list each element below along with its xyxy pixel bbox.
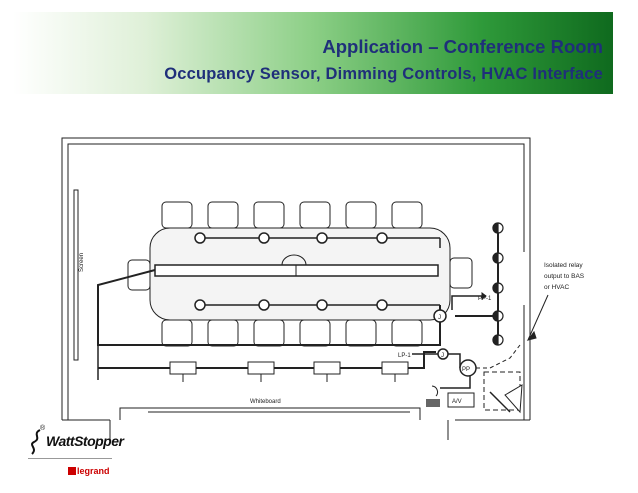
av-panel <box>426 399 440 407</box>
page-title: Application – Conference Room <box>322 36 603 57</box>
logo-divider <box>28 458 112 459</box>
chair <box>253 319 285 347</box>
junction-box <box>437 348 449 360</box>
chair <box>161 319 193 347</box>
lp1-label: LP-1 <box>398 353 411 359</box>
sensor-arc <box>281 254 307 266</box>
chair <box>207 319 239 347</box>
dimmer-box <box>247 361 275 375</box>
junction-label-2: J <box>441 353 444 359</box>
chair <box>207 201 239 229</box>
chair <box>391 201 423 229</box>
screen-label: Screen <box>79 253 85 272</box>
downlight <box>258 299 270 311</box>
relay-note-line-2: output to BAS <box>544 273 585 280</box>
chair <box>345 319 377 347</box>
chair <box>299 201 331 229</box>
pp1-label: PP-1 <box>478 296 492 302</box>
av-box <box>447 392 475 408</box>
downlight <box>194 232 206 244</box>
downlight <box>316 299 328 311</box>
chair <box>391 319 423 347</box>
junction-label: J <box>438 315 441 321</box>
chair <box>299 319 331 347</box>
screen-bar <box>73 189 79 361</box>
downlight <box>194 299 206 311</box>
relay-note-line-1: Isolated relay <box>544 262 583 269</box>
downlight <box>258 232 270 244</box>
whiteboard <box>119 407 421 420</box>
dimmer-box <box>313 361 341 375</box>
whiteboard-label: Whiteboard <box>250 399 281 405</box>
chair-end-right <box>449 257 473 289</box>
watt-stopper-wordmark: WattStopper <box>46 433 124 449</box>
sensor-triangle <box>504 384 523 414</box>
relay-note-line-3: or HVAC <box>544 284 569 291</box>
room-wall <box>61 137 531 420</box>
page-subtitle: Occupancy Sensor, Dimming Controls, HVAC… <box>164 65 603 83</box>
chair <box>253 201 285 229</box>
watt-stopper-mark-icon <box>31 429 41 455</box>
downlight <box>376 232 388 244</box>
legrand-mark-icon <box>68 466 76 475</box>
legrand-wordmark: legrand <box>77 465 110 476</box>
downlight <box>316 232 328 244</box>
chairs-top <box>161 201 423 229</box>
room-wall-inner <box>67 143 525 420</box>
junction-box <box>433 309 447 323</box>
legrand-logo: legrand <box>68 462 110 476</box>
watt-stopper-logo: WattStopper ® <box>28 425 124 458</box>
av-label: A/V <box>452 399 462 405</box>
dimmer-box <box>169 361 197 375</box>
registered-mark: ® <box>40 425 46 432</box>
chairs-bottom <box>161 319 423 347</box>
downlight <box>376 299 388 311</box>
dimmer-box <box>381 361 409 375</box>
title-banner: Application – Conference Room Occupancy … <box>13 12 613 94</box>
chair <box>345 201 377 229</box>
power-pack-label: PP <box>462 367 470 373</box>
chair <box>161 201 193 229</box>
power-pack <box>459 359 477 377</box>
